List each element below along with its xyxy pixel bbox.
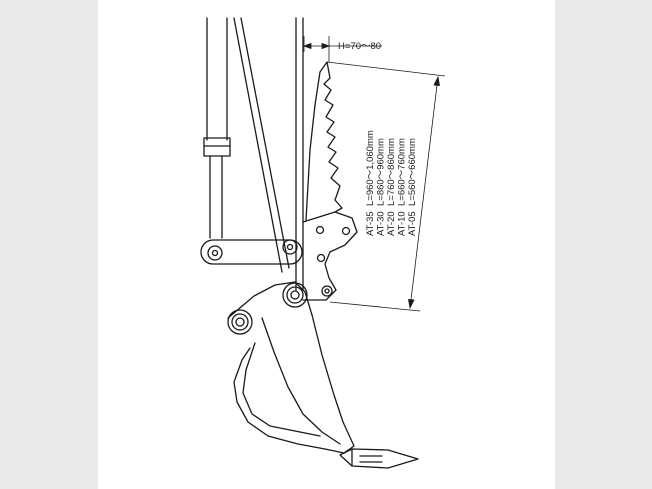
ripper-pin-main <box>227 309 253 335</box>
model-length: L=860〜960mm <box>376 138 387 206</box>
ripper-pin-upper <box>282 282 308 308</box>
serrated-tooth-plate <box>305 61 343 221</box>
model-spec-list: AT-35 L=960〜1,060mm AT-30 L=860〜960mm AT… <box>365 130 418 236</box>
right-margin <box>555 0 652 489</box>
coupler-bracket <box>302 211 358 301</box>
dimension-h <box>302 36 382 62</box>
dimension-h-label: H=70〜80 <box>338 41 381 52</box>
model-spec-row: AT-35 L=960〜1,060mm <box>365 130 376 236</box>
model-spec-row: AT-10 L=660〜760mm <box>397 138 408 236</box>
hydraulic-cylinder <box>203 17 231 239</box>
model-name: AT-30 <box>376 211 387 236</box>
model-spec-row: AT-20 L=760〜860mm <box>386 138 397 236</box>
left-margin <box>0 0 98 489</box>
model-length: L=960〜1,060mm <box>365 130 376 206</box>
dimension-l <box>326 61 446 312</box>
model-name: AT-35 <box>365 211 376 236</box>
model-length: L=760〜860mm <box>386 138 397 206</box>
model-name: AT-10 <box>397 211 408 236</box>
push-link <box>233 17 290 273</box>
model-name: AT-20 <box>386 211 397 236</box>
model-spec-row: AT-30 L=860〜960mm <box>376 138 387 236</box>
model-length: L=560〜660mm <box>407 138 418 206</box>
model-spec-row: AT-05 L=560〜660mm <box>407 138 418 236</box>
model-name: AT-05 <box>407 211 418 236</box>
ripper-tooth <box>339 448 419 469</box>
model-length: L=660〜760mm <box>397 138 408 206</box>
ripper-body <box>227 281 355 454</box>
connecting-link <box>200 239 303 265</box>
